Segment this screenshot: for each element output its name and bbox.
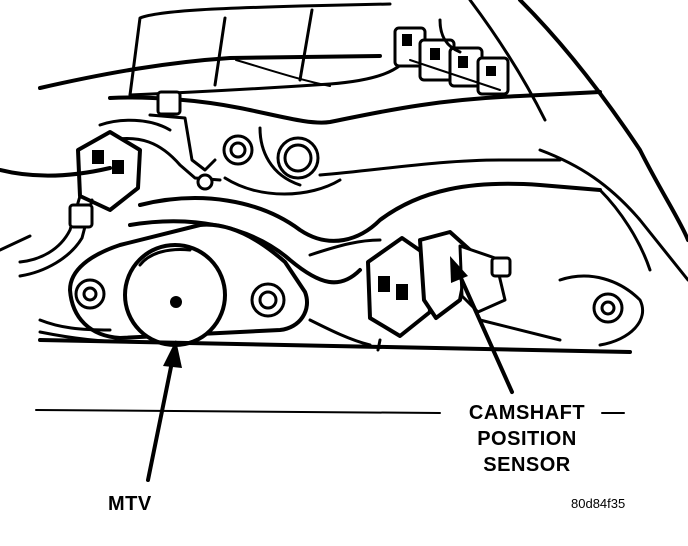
base-lines — [35, 338, 632, 414]
wiring-connectors-top — [393, 0, 688, 242]
camshaft-label-line-1: CAMSHAFT — [468, 402, 586, 424]
intake-plenum — [38, 2, 602, 125]
mtv-valve — [38, 222, 309, 347]
figure-code: 80d84f35 — [571, 496, 626, 511]
camshaft-sensor-assembly — [308, 230, 645, 352]
camshaft-label-line-3: SENSOR — [483, 454, 571, 476]
harness-connector-left — [0, 130, 142, 278]
upper-bracket — [98, 90, 342, 196]
camshaft-label-line-2: POSITION — [477, 428, 577, 450]
camshaft-position-sensor-label: CAMSHAFT POSITION SENSOR — [452, 400, 602, 478]
mtv-label: MTV — [108, 493, 152, 515]
intake-runners — [0, 148, 688, 285]
camshaft-leader-arrow — [450, 256, 514, 394]
mtv-leader-arrow — [146, 340, 182, 482]
